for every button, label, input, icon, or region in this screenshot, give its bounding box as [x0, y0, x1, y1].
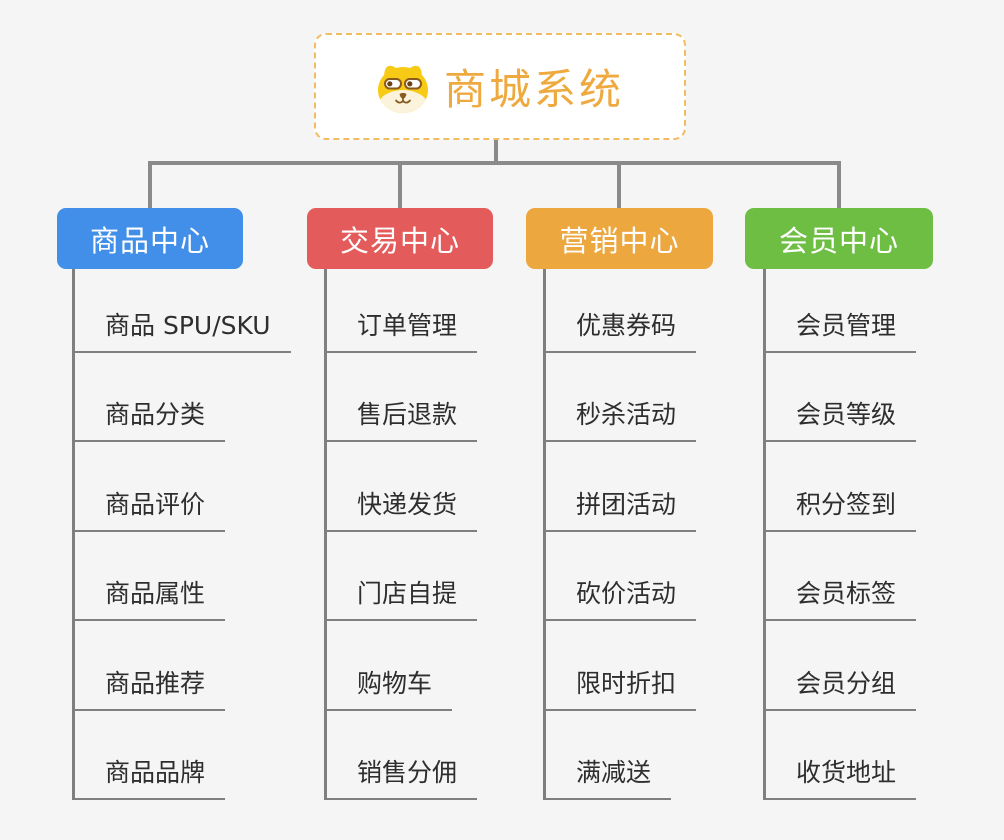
branch-vline-product	[72, 269, 75, 800]
connector-root-stem	[494, 140, 498, 165]
branch-vline-trade	[324, 269, 327, 800]
root-topic[interactable]: 商城系统	[314, 33, 686, 140]
subtopic-item[interactable]: 售后退款	[324, 395, 478, 442]
subtopic-item[interactable]: 商品属性	[72, 574, 226, 621]
subtopic-item[interactable]: 商品推荐	[72, 664, 226, 711]
subtopic-item[interactable]: 销售分佣	[324, 753, 478, 800]
connector-drop-trade	[398, 165, 402, 208]
subtopic-item[interactable]: 订单管理	[324, 306, 478, 353]
branch-vline-marketing	[543, 269, 546, 800]
subtopic-item[interactable]: 会员标签	[763, 574, 917, 621]
subtopic-item[interactable]: 快递发货	[324, 485, 478, 532]
subtopic-item[interactable]: 会员管理	[763, 306, 917, 353]
branch-vline-member	[763, 269, 766, 800]
subtopic-item[interactable]: 会员等级	[763, 395, 917, 442]
connector-drop-product	[148, 165, 152, 208]
branch-topic-marketing-center[interactable]: 营销中心	[526, 208, 713, 269]
connector-drop-member	[837, 165, 841, 208]
subtopic-item[interactable]: 商品评价	[72, 485, 226, 532]
subtopic-item[interactable]: 砍价活动	[543, 574, 697, 621]
subtopic-item[interactable]: 门店自提	[324, 574, 478, 621]
subtopic-item[interactable]: 购物车	[324, 664, 453, 711]
branch-topic-product-center[interactable]: 商品中心	[57, 208, 243, 269]
subtopic-item[interactable]: 会员分组	[763, 664, 917, 711]
root-topic-label: 商城系统	[443, 65, 624, 114]
subtopic-item[interactable]: 商品分类	[72, 395, 226, 442]
branch-topic-member-center[interactable]: 会员中心	[745, 208, 933, 269]
subtopic-item[interactable]: 优惠券码	[543, 306, 697, 353]
subtopic-item[interactable]: 拼团活动	[543, 485, 697, 532]
subtopic-item[interactable]: 秒杀活动	[543, 395, 697, 442]
subtopic-item[interactable]: 收货地址	[763, 753, 917, 800]
branch-topic-trade-center[interactable]: 交易中心	[307, 208, 493, 269]
subtopic-item[interactable]: 积分签到	[763, 485, 917, 532]
subtopic-item[interactable]: 限时折扣	[543, 664, 697, 711]
shiba-dog-icon	[377, 65, 428, 113]
subtopic-item[interactable]: 商品 SPU/SKU	[72, 306, 291, 353]
subtopic-item[interactable]: 满减送	[543, 753, 672, 800]
subtopic-item[interactable]: 商品品牌	[72, 753, 226, 800]
connector-bus	[148, 161, 841, 165]
connector-drop-marketing	[617, 165, 621, 208]
